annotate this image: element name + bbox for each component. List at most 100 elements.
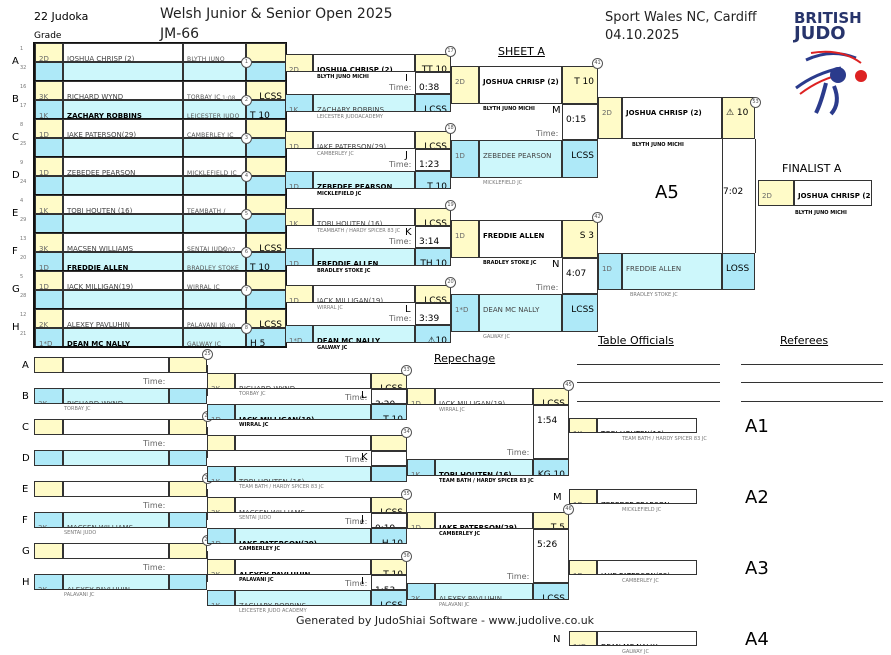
grade-cell-text: 1D xyxy=(573,501,583,503)
competitor-name-cell-text: JAKE PATERSON(29) xyxy=(439,524,517,529)
score-cell xyxy=(246,214,286,233)
competitor-name-cell-text: JOSHUA CHRISP (2) xyxy=(67,55,135,62)
rep-letter: B xyxy=(22,391,29,402)
bracket-line xyxy=(183,290,246,291)
pool-letter: D xyxy=(12,170,20,181)
official-line xyxy=(577,382,720,383)
grade-cell-text: 3K xyxy=(38,400,48,404)
competitor-name-cell-text: FREDDIE ALLEN xyxy=(317,260,379,266)
place-name-cell-text: ZEBEDEE PEARSON xyxy=(601,501,669,503)
time-cell: 4:07 xyxy=(562,258,598,294)
bracket-line xyxy=(183,214,246,215)
grade-cell-text: 2D xyxy=(39,55,49,62)
competitor-name-cell-text: ZACHARY ROBBINS xyxy=(317,106,385,112)
seed-number: 20 xyxy=(20,255,27,261)
score-cell xyxy=(246,195,286,214)
competitor-name-cell: JAKE PATERSON(29) xyxy=(235,528,371,544)
club-text: SENTAI JUDO xyxy=(239,515,272,521)
match-letter: L xyxy=(405,304,411,315)
time-cell-text: 4:07 xyxy=(566,269,587,279)
score-cell-text: ⚠ 10 xyxy=(726,108,749,118)
club-text: BRADLEY STOKE JC xyxy=(317,268,371,274)
grade-cell-text: 2K xyxy=(38,586,48,590)
seed-number: 5 xyxy=(20,274,24,280)
grade-cell-text: 1D xyxy=(39,264,49,271)
match-letter: I xyxy=(405,73,408,84)
rep-letter: G xyxy=(22,546,30,557)
competitor-name-cell: DEAN MC NALLY xyxy=(479,294,562,332)
competitor-name-cell: ALEXEY PAVLUHIN xyxy=(63,574,169,590)
grade-cell: 2K xyxy=(34,574,63,590)
competitor-name-cell xyxy=(63,450,169,466)
seed-number: 1 xyxy=(20,46,24,52)
club-cell: GALWAY JC xyxy=(183,328,246,347)
score-cell: T 10 xyxy=(371,404,407,420)
score-cell xyxy=(169,450,207,466)
score-cell xyxy=(246,157,286,176)
match-number-badge: 20 xyxy=(445,277,456,288)
place-letter: M xyxy=(553,492,562,503)
grade-cell-text: 1*D xyxy=(573,643,586,645)
club-text: BLYTH JUNO MICHI xyxy=(632,142,684,148)
grade-cell xyxy=(35,214,63,233)
grade-cell: 1K xyxy=(207,590,235,606)
seed-number: 28 xyxy=(20,293,27,299)
finalist-club: BLYTH JUNO MICHI xyxy=(795,210,847,216)
competitor-name-cell-text: DEAN MC NALLY xyxy=(317,337,381,343)
club-text: BLYTH JUNO MICHI xyxy=(317,74,369,80)
grade-cell-text: 1D xyxy=(455,152,465,160)
seed-number: 12 xyxy=(20,312,27,318)
club-cell: CAMBERLEY JC xyxy=(183,119,246,138)
competitor-name-cell: FREDDIE ALLEN xyxy=(313,248,415,266)
competitor-name-cell-text: TOBI HOUTEN (16) xyxy=(67,207,133,214)
competitor-name-cell xyxy=(63,214,183,233)
bracket-line xyxy=(183,328,246,329)
grade-cell: 2D xyxy=(598,97,622,139)
pool-letter: C xyxy=(12,132,19,143)
place-name-cell: ZEBEDEE PEARSON xyxy=(597,489,697,504)
grade-cell-text: 2D xyxy=(455,78,465,86)
grade-cell-text: 1K xyxy=(39,207,49,214)
rep-letter: A xyxy=(22,360,29,371)
competitor-name-cell-text: MACSEN WILLIAMS xyxy=(67,245,134,252)
competitor-name-cell-text: ALEXEY PAVLUHIN xyxy=(239,571,311,575)
repechage-label: Repechage xyxy=(434,352,496,365)
seed-number: 4 xyxy=(20,198,24,204)
competitor-name-cell: ZEBEDEE PEARSON xyxy=(313,171,415,189)
match-time: 4:00 xyxy=(222,323,236,330)
score-cell-text: LCSS xyxy=(259,92,282,100)
competitor-name-cell-text: MACSEN WILLIAMS xyxy=(239,509,306,513)
competitor-name-cell-text: FREDDIE ALLEN xyxy=(67,264,129,271)
competitor-name-cell: DEAN MC NALLY xyxy=(313,325,415,343)
competitor-name-cell xyxy=(63,290,183,309)
club-text: TORBAY JC xyxy=(239,391,266,397)
time-cell-text: 1:23 xyxy=(419,160,440,170)
grade-cell: 1D xyxy=(285,131,313,149)
grade-cell-text: 1D xyxy=(573,572,583,574)
score-cell: H 5 xyxy=(246,328,286,347)
grade-cell: 1D xyxy=(207,404,235,420)
club-cell-text: GALWAY JC xyxy=(187,341,222,347)
grade-cell-text: 1D xyxy=(602,265,612,273)
club-text: BRADLEY STOKE JC xyxy=(483,260,537,266)
time-label: Time: xyxy=(345,393,368,402)
score-cell-text: LCSS xyxy=(380,508,403,513)
match-number-badge: 45 xyxy=(563,380,574,391)
match-number-badge: 7 xyxy=(241,285,252,296)
score-cell-text: LCSS xyxy=(571,305,594,315)
score-cell: LCSS xyxy=(533,583,569,600)
final-label: A5 xyxy=(655,182,679,203)
grade-cell-text: 3K xyxy=(39,245,49,252)
grade-cell: 3K xyxy=(35,81,63,100)
rep-letter: E xyxy=(22,484,29,495)
grade-cell-text: 2K xyxy=(39,321,49,328)
score-cell: H 10 xyxy=(371,528,407,544)
club-text: MICKLEFIELD JC xyxy=(483,180,523,186)
grade-cell-text: 2K xyxy=(211,571,221,575)
score-cell-text: LCSS xyxy=(424,296,447,303)
competitor-name-cell: ALEXEY PAVLUHIN xyxy=(435,583,533,600)
time-label: Time: xyxy=(389,314,412,323)
grade-cell xyxy=(34,357,63,373)
club-text: BLYTH JUNO MICHI xyxy=(483,106,535,112)
grade-cell-text: 2D xyxy=(289,66,299,72)
